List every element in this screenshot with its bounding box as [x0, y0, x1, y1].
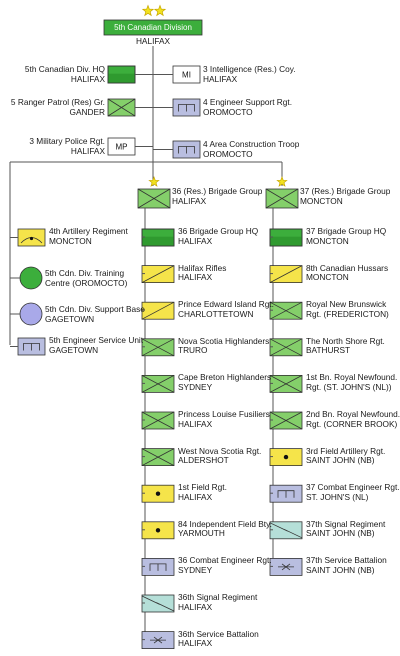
b37-brigade-symbol-icon	[265, 188, 299, 209]
intel-label: 3 Intelligence (Res.) Coy.HALIFAX	[203, 64, 296, 84]
svg-text:MI: MI	[182, 71, 191, 80]
rank-star-icon	[141, 4, 155, 17]
b36-unit-11-symbol-icon	[141, 631, 175, 649]
b36-unit-5-symbol-icon	[141, 411, 175, 430]
ranger-label: 5 Ranger Patrol (Res) Gr.GANDER	[10, 97, 105, 117]
division-location: HALIFAX	[135, 36, 171, 46]
b37-unit-7-symbol-icon	[269, 484, 303, 503]
intel-symbol-icon: MI	[172, 65, 201, 84]
b36-unit-2-label: Prince Edward Island Rgt.CHARLOTTETOWN	[178, 299, 274, 319]
b36-unit-9-label: 36 Combat Engineer Rgt.SYDNEY	[178, 555, 272, 575]
b37-unit-1-symbol-icon	[269, 265, 303, 284]
eng-service-symbol-icon	[17, 337, 46, 356]
b37-unit-9-symbol-icon	[269, 558, 303, 576]
b37-unit-4-label: 1st Bn. Royal Newfound.Rgt. (ST. JOHN'S …	[306, 372, 398, 392]
mp-symbol-icon: MP	[107, 137, 136, 156]
b36-unit-1-symbol-icon	[141, 265, 175, 284]
b36-unit-6-symbol-icon	[141, 448, 175, 467]
b36-unit-7-symbol-icon	[141, 484, 175, 503]
b37-unit-4-symbol-icon	[269, 374, 303, 393]
area-const-symbol-icon	[172, 140, 201, 159]
b37-unit-6-symbol-icon	[269, 448, 303, 467]
mp-label: 3 Military Police Rgt.HALIFAX	[29, 136, 105, 156]
b37-unit-3-symbol-icon	[269, 338, 303, 357]
b37-unit-7-label: 37 Combat Engineer Rgt.ST. JOHN'S (NL)	[306, 482, 400, 502]
b37-unit-5-symbol-icon	[269, 411, 303, 430]
rank-star-icon	[148, 175, 160, 187]
b36-unit-7-label: 1st Field Rgt.HALIFAX	[178, 482, 227, 502]
div-hq-symbol-icon	[107, 65, 136, 84]
b36-unit-10-symbol-icon	[141, 594, 175, 613]
eng-support-label: 4 Engineer Support Rgt.OROMOCTO	[203, 97, 293, 117]
rank-star-icon	[153, 4, 167, 17]
b36-unit-6-label: West Nova Scotia Rgt.ALDERSHOT	[178, 445, 262, 466]
svg-text:MP: MP	[116, 143, 128, 152]
b37-unit-0-symbol-icon	[269, 228, 303, 247]
support-base-symbol-icon	[19, 302, 43, 326]
b36-unit-8-label: 84 Independent Field Bty.YARMOUTH	[178, 518, 272, 539]
artillery-4-symbol-icon	[17, 228, 46, 247]
training-symbol-icon	[19, 266, 43, 290]
b36-unit-8-symbol-icon	[141, 521, 175, 540]
b36-unit-9-symbol-icon	[141, 558, 175, 576]
b37-unit-8-symbol-icon	[269, 521, 303, 540]
b37-unit-2-symbol-icon	[269, 301, 303, 320]
b36-unit-4-symbol-icon	[141, 374, 175, 393]
eng-support-symbol-icon	[172, 98, 201, 117]
ranger-symbol-icon	[107, 98, 136, 117]
b37-unit-6-label: 3rd Field Artillery Rgt.SAINT JOHN (NB)	[306, 445, 386, 466]
b36-unit-0-symbol-icon	[141, 228, 175, 247]
b36-brigade-symbol-icon	[137, 188, 171, 209]
b36-unit-3-symbol-icon	[141, 338, 175, 357]
division-name: 5th Canadian Division	[114, 23, 192, 32]
rank-star-icon	[276, 175, 288, 187]
b37-unit-5-label: 2nd Bn. Royal Newfound.Rgt. (CORNER BROO…	[306, 409, 400, 429]
b37-unit-3-label: The North Shore Rgt.BATHURST	[306, 335, 385, 356]
b36-unit-2-symbol-icon	[141, 301, 175, 320]
division-hq-box	[103, 19, 203, 36]
